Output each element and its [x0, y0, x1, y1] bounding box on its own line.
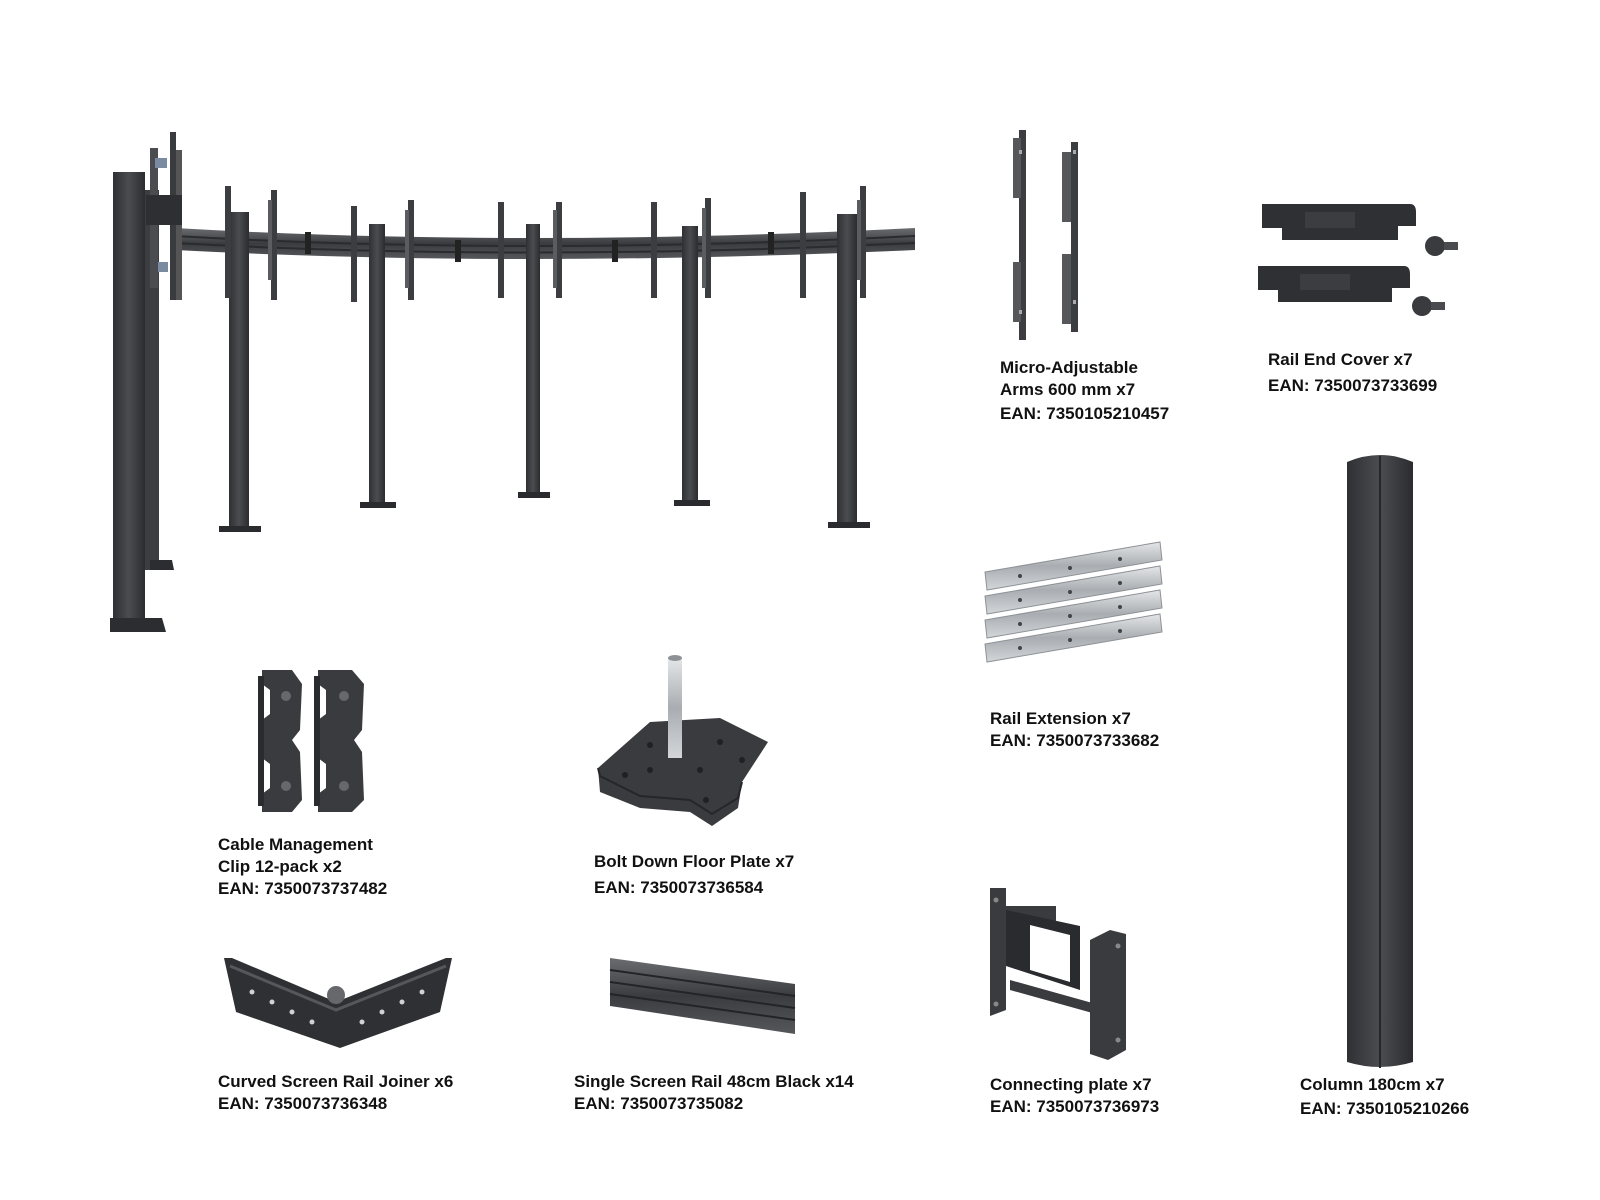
end-cover-image	[1258, 204, 1458, 316]
curved-joiner-image	[224, 958, 452, 1048]
arms-name-line1: Micro-Adjustable	[1000, 358, 1138, 377]
end-cover-name: Rail End Cover x7	[1268, 350, 1413, 369]
floor-plate-image	[597, 655, 768, 826]
arms-ean: EAN: 7350105210457	[1000, 404, 1170, 423]
column-name: Column 180cm x7	[1300, 1075, 1445, 1094]
rail-extension-name: Rail Extension x7	[990, 709, 1131, 728]
floor-plate-label: Bolt Down Floor Plate x7 EAN: 7350073736…	[594, 851, 794, 899]
cable-clip-name-line2: Clip 12-pack x2	[218, 857, 342, 876]
column-ean: EAN: 7350105210266	[1300, 1099, 1470, 1118]
floor-plate-name: Bolt Down Floor Plate x7	[594, 852, 795, 871]
rail-extension-label: Rail Extension x7 EAN: 7350073733682	[990, 708, 1159, 752]
column-image	[1347, 455, 1413, 1068]
single-rail-label: Single Screen Rail 48cm Black x14 EAN: 7…	[574, 1071, 854, 1115]
single-rail-image	[609, 958, 796, 1034]
assembled-stand-image	[110, 132, 916, 632]
arms-image	[1013, 130, 1078, 340]
curved-joiner-name: Curved Screen Rail Joiner x6	[218, 1072, 454, 1091]
end-cover-ean: EAN: 7350073733699	[1268, 376, 1438, 395]
column-label: Column 180cm x7 EAN: 7350105210266	[1300, 1074, 1469, 1120]
cable-clip-ean: EAN: 7350073737482	[218, 879, 388, 898]
arms-name-line2: Arms 600 mm x7	[1000, 380, 1136, 399]
rail-extension-image	[984, 541, 1163, 663]
rail-extension-ean: EAN: 7350073733682	[990, 731, 1160, 750]
single-rail-name: Single Screen Rail 48cm Black x14	[574, 1072, 854, 1091]
curved-joiner-label: Curved Screen Rail Joiner x6 EAN: 735007…	[218, 1071, 453, 1115]
connecting-plate-image	[990, 888, 1126, 1060]
end-cover-label: Rail End Cover x7 EAN: 7350073733699	[1268, 349, 1437, 397]
connecting-plate-ean: EAN: 7350073736973	[990, 1097, 1160, 1116]
connecting-plate-name: Connecting plate x7	[990, 1075, 1152, 1094]
connecting-plate-label: Connecting plate x7 EAN: 7350073736973	[990, 1074, 1159, 1118]
cable-clip-image	[258, 670, 364, 812]
cable-clip-name-line1: Cable Management	[218, 835, 373, 854]
floor-plate-ean: EAN: 7350073736584	[594, 878, 764, 897]
cable-clip-label: Cable Management Clip 12-pack x2 EAN: 73…	[218, 834, 387, 900]
curved-joiner-ean: EAN: 7350073736348	[218, 1094, 388, 1113]
arms-label: Micro-Adjustable Arms 600 mm x7 EAN: 735…	[1000, 357, 1169, 425]
single-rail-ean: EAN: 7350073735082	[574, 1094, 744, 1113]
